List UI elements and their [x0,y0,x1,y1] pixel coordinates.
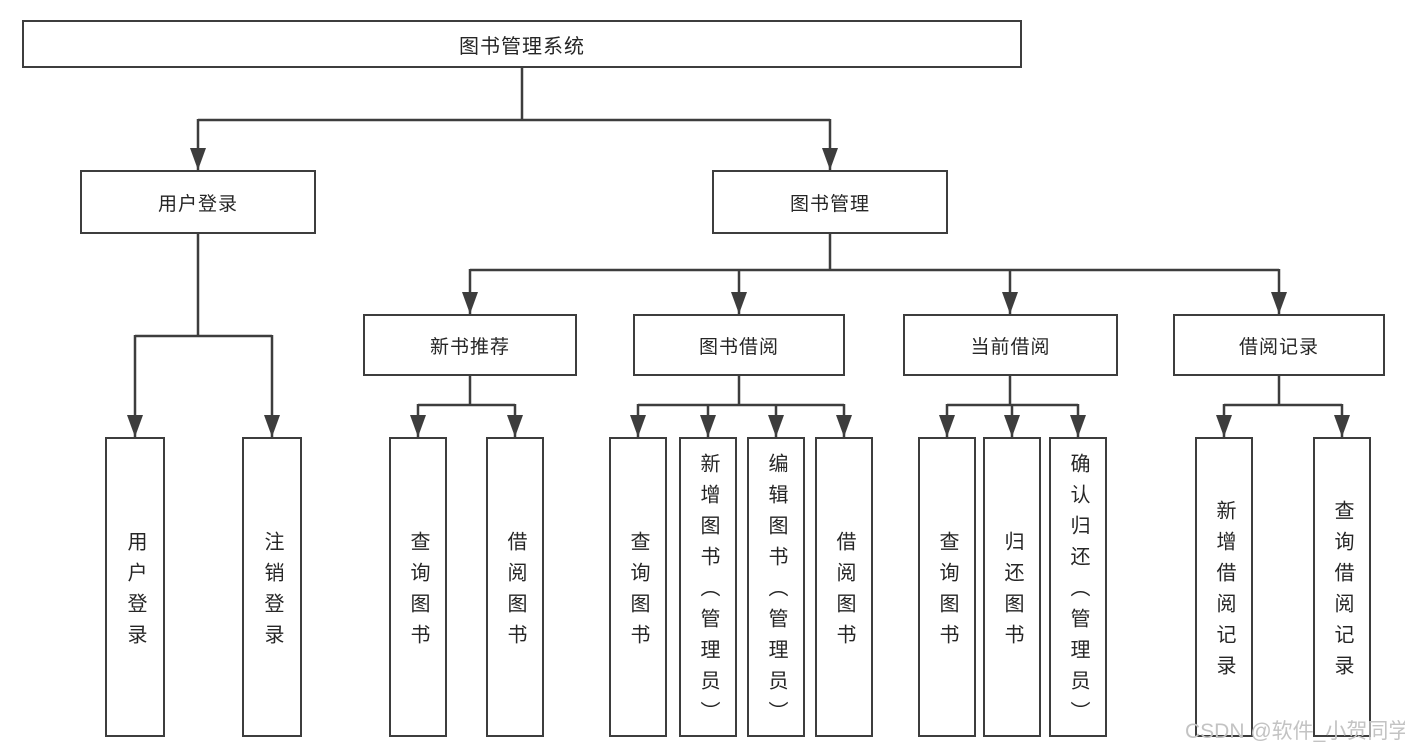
node-label: 借阅图书 [504,530,526,655]
node-label: 用户登录 [157,193,238,215]
connector-new-books-to-leaves [410,376,523,437]
node-label: 图书管理 [789,193,870,215]
node-label: 借阅记录 [1238,336,1319,358]
node-label: 确认归还（管理员） [1067,453,1089,732]
node-label: 新书推荐 [429,336,510,358]
node-label: 新增借阅记录 [1213,499,1235,686]
node-new-book-recommend: 新书推荐 [363,314,577,376]
connector-current-borrowing-to-leaves [939,376,1086,437]
node-label: 注销登录 [261,530,283,655]
node-label: 归还图书 [1001,530,1023,655]
node-leaf-add-borrow-record: 新增借阅记录 [1195,437,1253,737]
node-current-borrowing: 当前借阅 [903,314,1118,376]
node-leaf-query-borrow-record: 查询借阅记录 [1313,437,1371,737]
connector-book-management-to-level3 [462,234,1287,314]
connector-book-borrowing-to-leaves [630,376,852,437]
node-label: 查询借阅记录 [1331,499,1353,686]
node-label: 当前借阅 [970,336,1051,358]
node-label: 图书管理系统 [459,35,585,58]
node-label: 查询图书 [627,530,649,655]
node-label: 用户登录 [124,530,146,655]
node-leaf-add-books-admin: 新增图书（管理员） [679,437,737,737]
node-user-login: 用户登录 [80,170,316,234]
connector-borrow-records-to-leaves [1216,376,1350,437]
node-leaf-borrow-books-recommend: 借阅图书 [486,437,544,737]
node-leaf-query-books-recommend: 查询图书 [389,437,447,737]
node-leaf-query-books-borrowing: 查询图书 [609,437,667,737]
node-root-library-system: 图书管理系统 [22,20,1022,68]
node-label: 图书借阅 [698,336,779,358]
node-leaf-edit-books-admin: 编辑图书（管理员） [747,437,805,737]
connector-root-to-level2 [190,68,838,170]
node-leaf-borrow-books-borrowing: 借阅图书 [815,437,873,737]
node-label: 借阅图书 [833,530,855,655]
node-label: 查询图书 [407,530,429,655]
node-leaf-user-login: 用户登录 [105,437,165,737]
node-label: 新增图书（管理员） [697,453,719,732]
node-book-management: 图书管理 [712,170,948,234]
node-borrow-records: 借阅记录 [1173,314,1385,376]
node-leaf-return-books: 归还图书 [983,437,1041,737]
node-leaf-confirm-return-admin: 确认归还（管理员） [1049,437,1107,737]
connector-user-login-to-leaves [127,234,280,437]
node-leaf-query-books-current: 查询图书 [918,437,976,737]
watermark: CSDN @软件_小贺同学 [1185,720,1405,743]
node-leaf-logout: 注销登录 [242,437,302,737]
node-label: 查询图书 [936,530,958,655]
node-book-borrowing: 图书借阅 [633,314,845,376]
node-label: 编辑图书（管理员） [765,453,787,732]
